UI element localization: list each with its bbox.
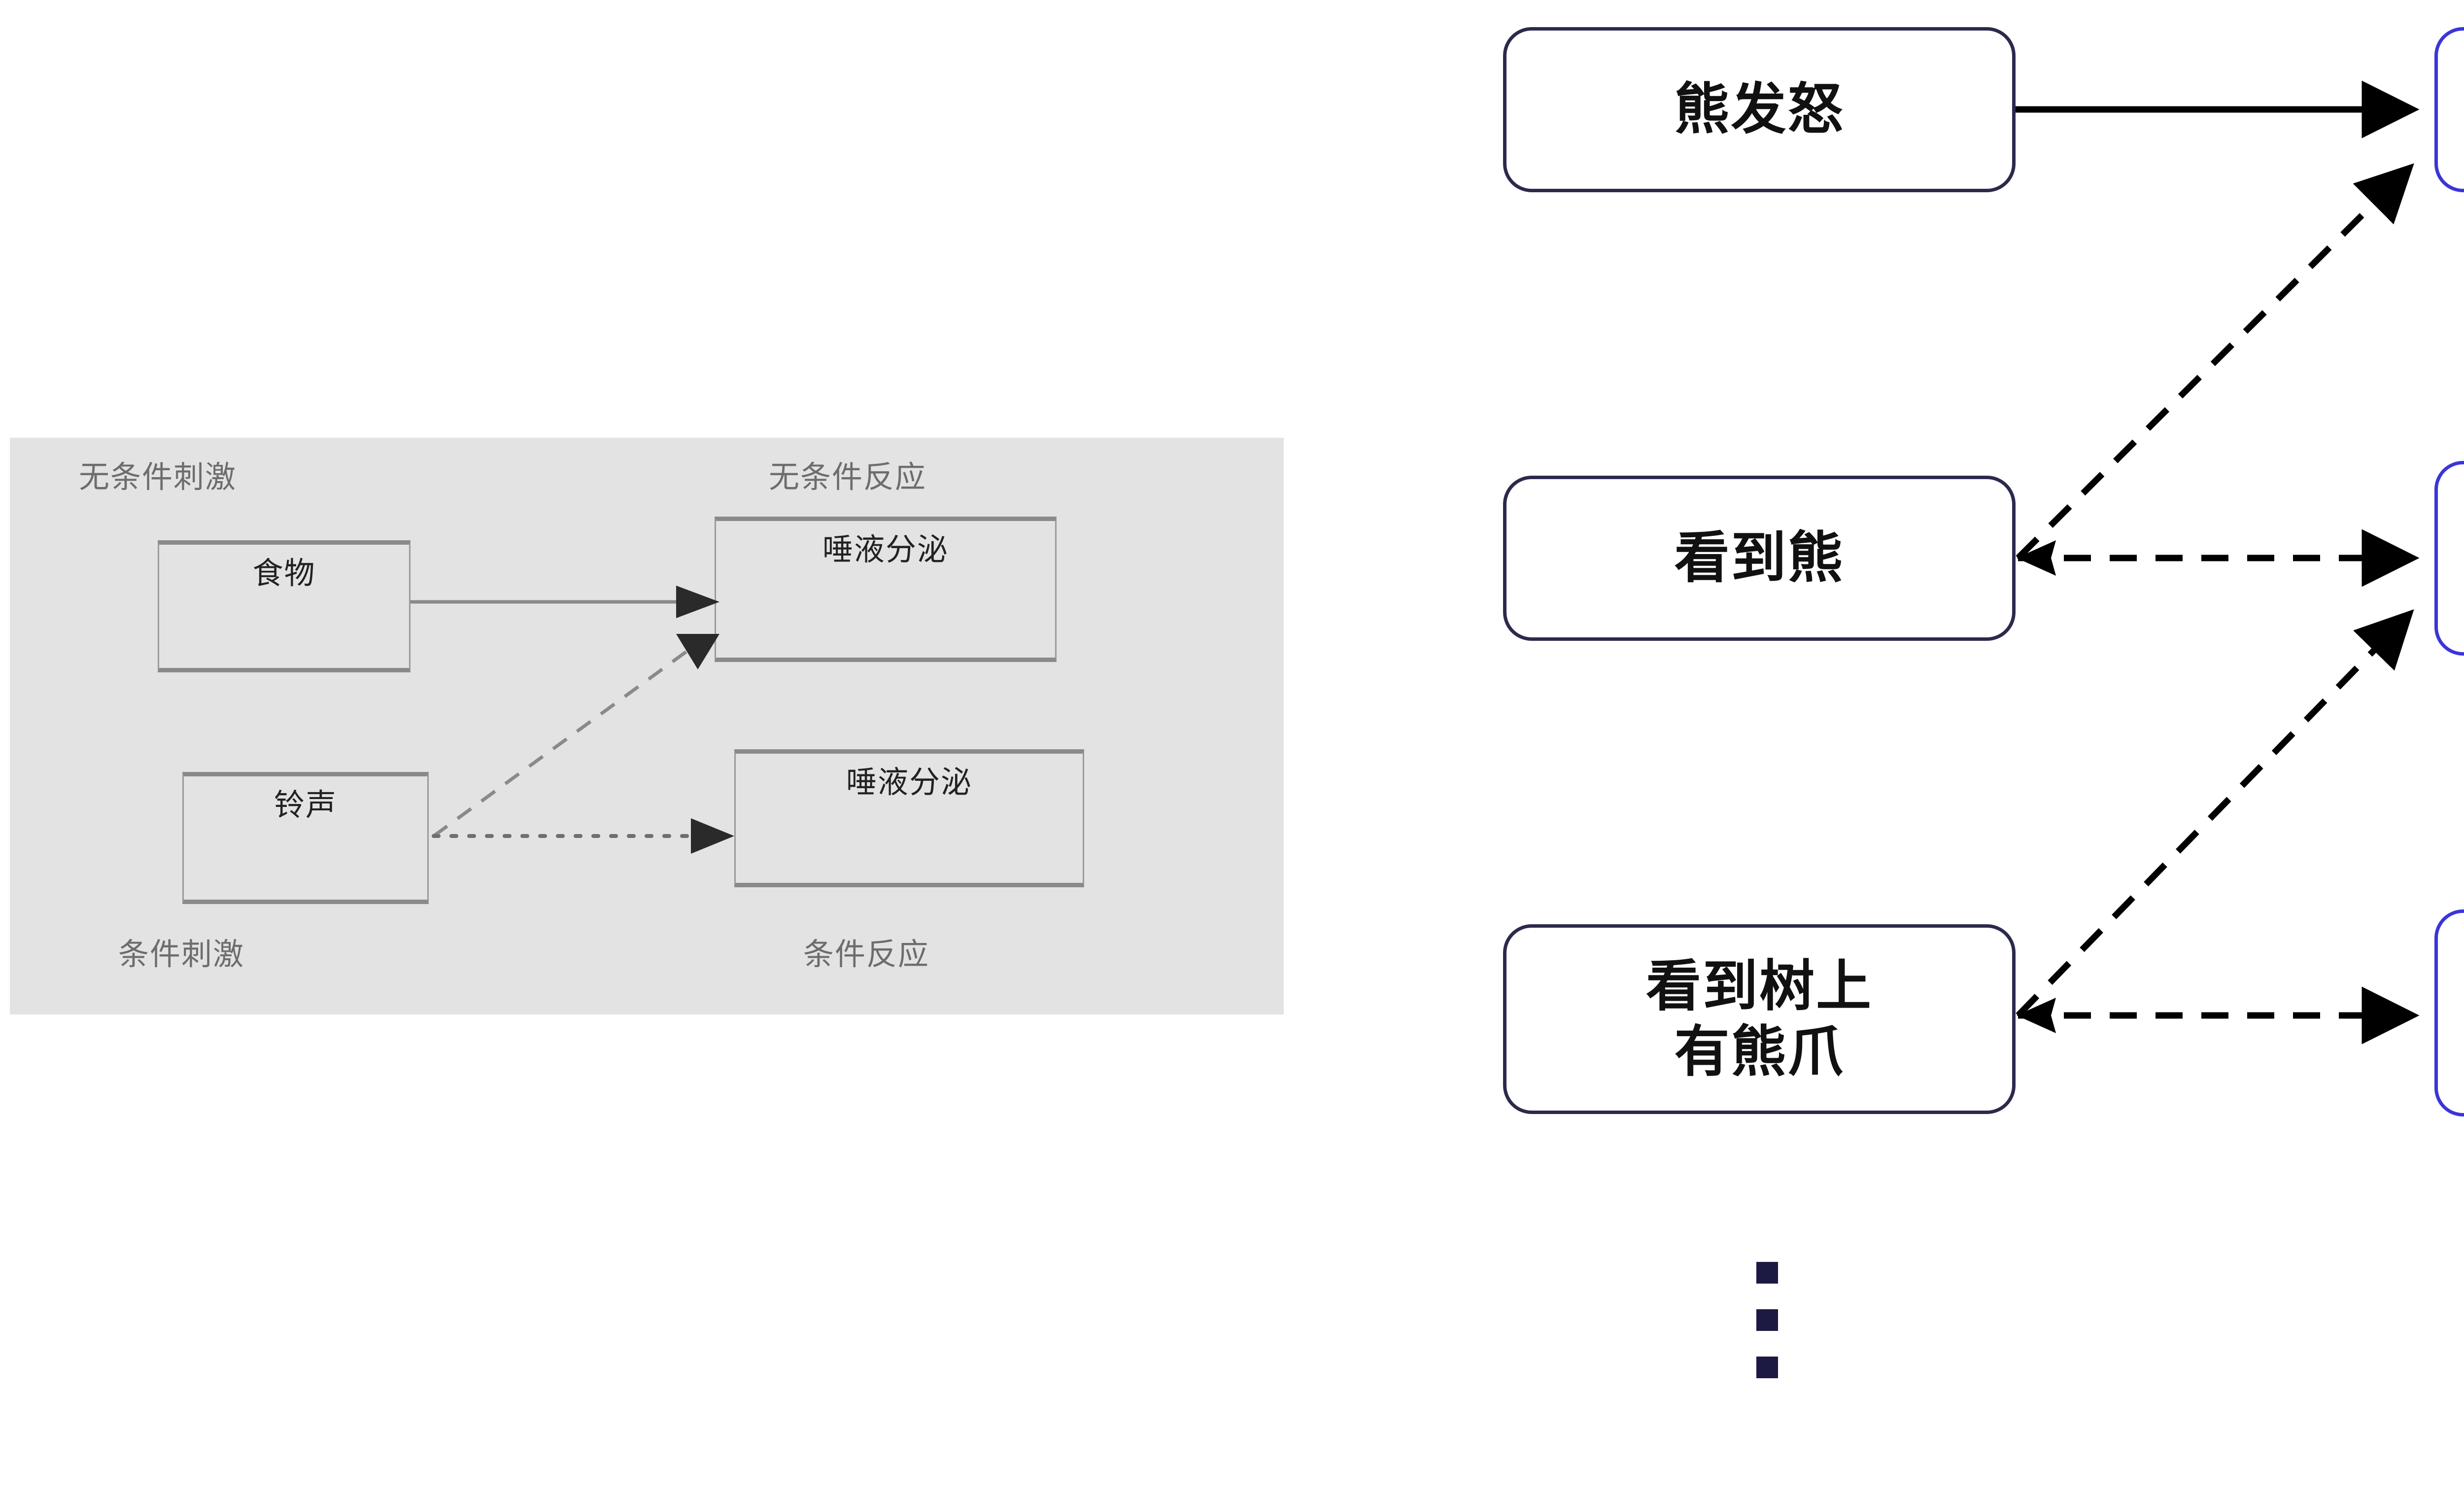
rl-arrow-seebear-to-reward [2016, 163, 2414, 560]
ellipsis-dot [1756, 1262, 1778, 1284]
node-value-s-prime[interactable]: V(s′) [2434, 461, 2464, 656]
node-value-s[interactable]: V(s) [2434, 909, 2464, 1116]
pavlov-box-food: 食物 [158, 540, 411, 672]
label-conditioned-stimulus: 条件刺激 [118, 938, 245, 972]
pavlov-box-salivation-conditioned: 唾液分泌 [734, 749, 1084, 887]
pavlov-box-salivation-conditioned-label: 唾液分泌 [846, 766, 972, 800]
pavlov-box-salivation-unconditioned-label: 唾液分泌 [822, 533, 949, 567]
ellipsis-dot [1756, 1309, 1778, 1331]
ellipsis-left-column [1756, 1262, 1778, 1378]
node-bear-angry[interactable]: 熊发怒 [1503, 27, 2016, 192]
label-unconditioned-stimulus: 无条件刺激 [79, 460, 237, 494]
label-unconditioned-response: 无条件反应 [769, 460, 927, 494]
node-see-bear-paw-in-tree-label: 看到树上 有熊爪 [1646, 955, 1873, 1082]
label-conditioned-response: 条件反应 [803, 938, 930, 972]
rl-arrowhead-back-to-seepaw [2017, 998, 2056, 1033]
rl-value-propagation-panel: 熊发怒 看到熊 看到树上 有熊爪 奖励 V(s′) V(s) [1429, 0, 2464, 1499]
pavlov-arrows [411, 586, 734, 854]
pavlov-arrow-bell-to-salivation-uc [432, 646, 694, 837]
node-see-bear[interactable]: 看到熊 [1503, 476, 2016, 641]
rl-arrowhead-back-to-seebear [2017, 540, 2056, 576]
rl-arrow-seepaw-to-vsprime [2016, 609, 2414, 1018]
pavlov-box-food-label: 食物 [252, 557, 316, 591]
ellipsis-dot [1756, 1357, 1778, 1378]
pavlov-arrowhead-food [676, 586, 719, 618]
pavlov-arrowhead-bell-diagonal [676, 634, 719, 669]
pavlov-box-bell-label: 铃声 [274, 788, 337, 822]
pavlov-box-salivation-unconditioned: 唾液分泌 [715, 517, 1057, 662]
pavlov-arrowhead-bell-horizontal [691, 818, 734, 854]
node-reward[interactable]: 奖励 [2434, 27, 2464, 192]
node-bear-angry-label: 熊发怒 [1674, 78, 1845, 140]
rl-arrows [2016, 80, 2420, 1045]
node-see-bear-paw-in-tree[interactable]: 看到树上 有熊爪 [1503, 924, 2016, 1114]
node-see-bear-label: 看到熊 [1674, 527, 1845, 589]
pavlov-conditioning-panel: 无条件刺激 无条件反应 条件刺激 条件反应 食物 铃声 唾液分泌 唾液分泌 [10, 438, 1284, 1014]
pavlov-box-bell: 铃声 [182, 772, 429, 904]
